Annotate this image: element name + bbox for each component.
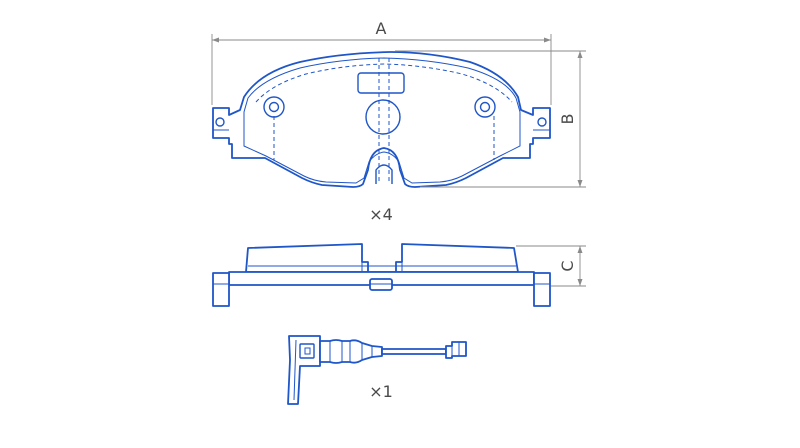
pad-friction-outline xyxy=(243,57,521,184)
pad-quantity-label: ×4 xyxy=(369,205,393,224)
pad-wear-slot xyxy=(375,164,393,184)
wear-sensor-sleeve xyxy=(319,339,383,364)
sensor-quantity-label: ×1 xyxy=(369,382,393,401)
pad-left-ear-hole xyxy=(215,117,225,127)
pad-left-pin-hole-outer xyxy=(263,96,285,118)
dimension-c-label: C xyxy=(558,260,577,271)
dimension-b-arrow-bottom xyxy=(577,180,583,187)
pad-right-pin-hole-inner xyxy=(479,101,491,113)
dimension-b-arrow-top xyxy=(577,51,583,58)
dimension-a: A xyxy=(211,19,552,105)
wear-sensor-wire xyxy=(381,348,447,355)
dimension-c: C xyxy=(516,245,586,287)
wear-sensor-clip-line-left xyxy=(293,339,297,401)
wear-sensor-clip-contact xyxy=(304,347,311,355)
dimension-a-arrow-left xyxy=(212,37,219,43)
dimension-b-label: B xyxy=(558,114,577,125)
pad-center-boss xyxy=(365,99,401,135)
pad-side-friction xyxy=(245,243,519,273)
pad-hidden-lines xyxy=(255,63,513,103)
wear-sensor-clip-window xyxy=(299,343,315,359)
dimension-a-arrow-right xyxy=(544,37,551,43)
wear-sensor-terminal xyxy=(445,341,467,359)
pad-left-pin-hole-inner xyxy=(268,101,280,113)
pad-side-right-ear xyxy=(533,272,551,307)
dimension-a-label: A xyxy=(376,19,387,38)
wear-sensor-clip xyxy=(287,335,321,405)
pad-side-view xyxy=(212,243,551,307)
pad-side-left-ear xyxy=(212,272,230,307)
pad-spring-slot xyxy=(357,72,405,94)
dimension-c-arrow-bottom xyxy=(577,279,583,286)
pad-right-pin-hole-outer xyxy=(474,96,496,118)
wear-sensor xyxy=(287,335,467,405)
dimension-b: B xyxy=(395,50,586,188)
dimension-c-arrow-top xyxy=(577,246,583,253)
pad-backing-plate xyxy=(212,51,551,188)
pad-right-ear-hole xyxy=(537,117,547,127)
pad-front-view xyxy=(212,51,551,188)
